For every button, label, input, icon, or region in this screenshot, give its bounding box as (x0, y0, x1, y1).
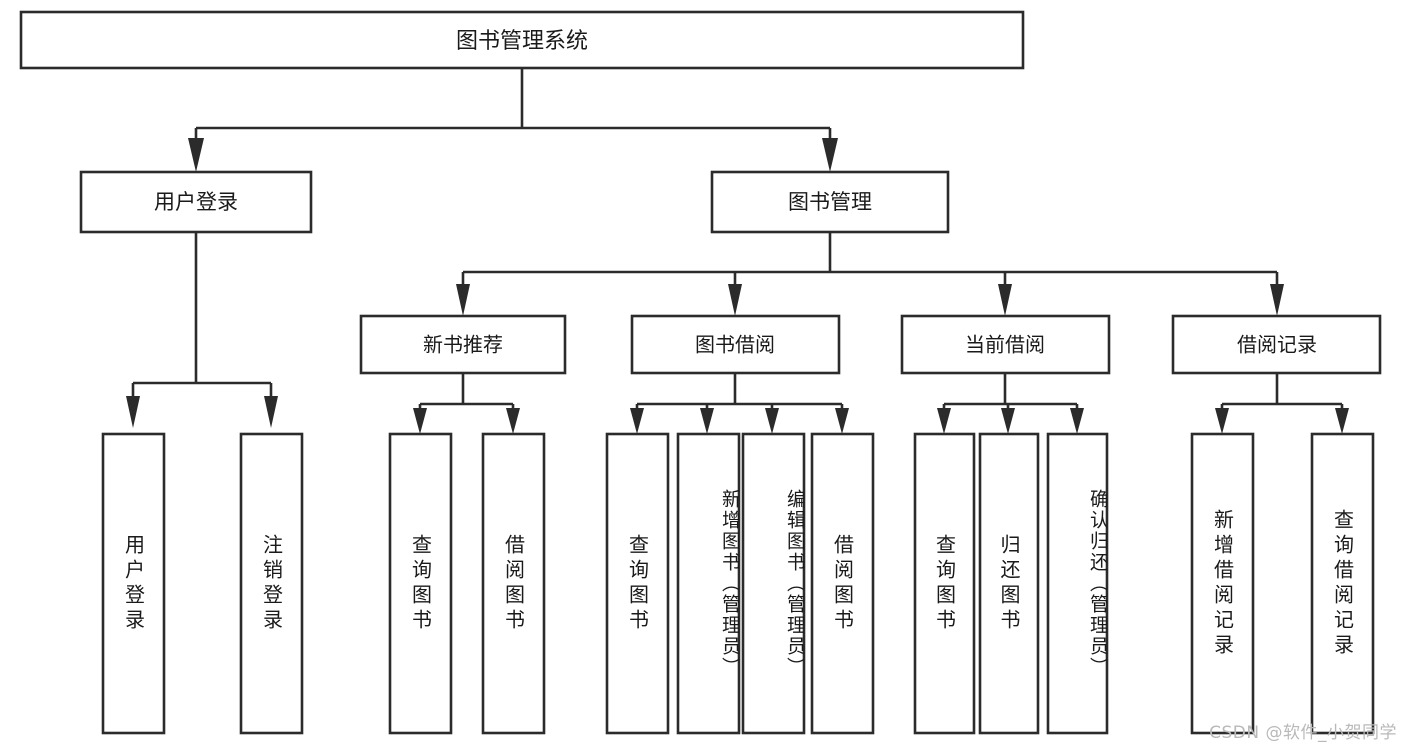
leaf-book-borrow-4-label: 借阅图书 (830, 533, 855, 634)
leaf-current-borrow-2-label: 归还图书 (997, 533, 1021, 634)
node-user-login-box[interactable] (79, 170, 313, 234)
node-book-borrow-label: 图书借阅 (695, 333, 775, 357)
leaf-user-login-1-label: 用户登录 (121, 533, 146, 634)
leaf-current-borrow-3-box[interactable] (1046, 432, 1109, 735)
leaf-borrow-record-1-label: 新增借阅记录 (1210, 508, 1235, 659)
leaf-current-borrow-2-text-wrap: 归还图书 (997, 533, 1021, 634)
leaf-book-borrow-2-box[interactable] (676, 432, 741, 735)
arrow-head-bb-leaf-2 (700, 408, 714, 434)
arrow-head-cb-leaf-2 (1001, 408, 1015, 434)
leaf-new-book-1[interactable]: 查询图书 (388, 432, 453, 735)
arrow-head-ul-leaf-2 (264, 396, 278, 428)
leaf-current-borrow-1-text-wrap: 查询图书 (932, 533, 957, 634)
leaf-current-borrow-1[interactable]: 查询图书 (913, 432, 976, 735)
leaf-current-borrow-3[interactable]: 确认归还（管理员） (1046, 432, 1109, 735)
leaf-borrow-record-2-text-wrap: 查询借阅记录 (1330, 508, 1355, 659)
leaf-current-borrow-2[interactable]: 归还图书 (978, 432, 1040, 735)
node-root-label: 图书管理系统 (456, 29, 588, 54)
node-current-borrow-box[interactable] (900, 314, 1111, 375)
arrow-head-cb-leaf-1 (937, 408, 951, 434)
leaf-book-borrow-3-label: 编辑图书（管理员） (784, 489, 804, 678)
leaf-current-borrow-1-box[interactable] (913, 432, 976, 735)
node-book-management-box[interactable] (710, 170, 950, 234)
leaf-book-borrow-3-text-wrap: 编辑图书（管理员） (784, 489, 804, 678)
leaf-new-book-2-text-wrap: 借阅图书 (501, 533, 526, 634)
arrow-head-book-mgmt (822, 138, 838, 172)
leaf-new-book-2-box[interactable] (481, 432, 546, 735)
arrow-head-nb-leaf-2 (506, 408, 520, 434)
leaf-book-borrow-3-box[interactable] (741, 432, 806, 735)
node-book-management-label: 图书管理 (788, 190, 872, 214)
leaf-book-borrow-4-text-wrap: 借阅图书 (830, 533, 855, 634)
arrow-head-br-leaf-2 (1335, 408, 1349, 434)
leaf-book-borrow-1[interactable]: 查询图书 (605, 432, 670, 735)
node-book-borrow[interactable]: 图书借阅 (630, 314, 841, 375)
node-borrow-record-box[interactable] (1171, 314, 1382, 375)
leaf-new-book-2[interactable]: 借阅图书 (481, 432, 546, 735)
leaf-user-login-2-box[interactable] (239, 432, 304, 735)
connector-layer (126, 68, 1349, 434)
node-current-borrow-label: 当前借阅 (965, 333, 1045, 357)
arrow-head-br-leaf-1 (1215, 408, 1229, 434)
node-new-book-recommend[interactable]: 新书推荐 (359, 314, 567, 375)
leaf-borrow-record-1-text-wrap: 新增借阅记录 (1210, 508, 1235, 659)
leaf-new-book-1-text-wrap: 查询图书 (408, 533, 433, 634)
leaf-book-borrow-2-text-wrap: 新增图书（管理员） (719, 489, 739, 678)
leaf-current-borrow-2-box[interactable] (978, 432, 1040, 735)
arrow-head-nb-leaf-1 (413, 408, 427, 434)
node-current-borrow[interactable]: 当前借阅 (900, 314, 1111, 375)
node-borrow-record[interactable]: 借阅记录 (1171, 314, 1382, 375)
arrow-head-ul-leaf-1 (126, 396, 140, 428)
leaf-borrow-record-1[interactable]: 新增借阅记录 (1190, 432, 1255, 735)
node-root[interactable]: 图书管理系统 (19, 10, 1025, 70)
arrow-head-l2-current-borrow (998, 284, 1012, 316)
arrow-head-bb-leaf-3 (765, 408, 779, 434)
arrow-head-l2-borrow-record (1270, 284, 1284, 316)
leaf-new-book-1-label: 查询图书 (408, 533, 433, 634)
arrow-head-user-login (188, 138, 204, 172)
leaf-user-login-1[interactable]: 用户登录 (101, 432, 166, 735)
arrow-head-l2-book-borrow (728, 284, 742, 316)
leaf-user-login-2-label: 注销登录 (259, 533, 284, 634)
node-root-box[interactable] (19, 10, 1025, 70)
leaf-new-book-2-label: 借阅图书 (501, 533, 526, 634)
arrow-head-bb-leaf-4 (835, 408, 849, 434)
leaf-current-borrow-3-label: 确认归还（管理员） (1087, 489, 1107, 678)
leaf-user-login-2-text-wrap: 注销登录 (259, 533, 284, 634)
leaf-book-borrow-4-box[interactable] (810, 432, 875, 735)
leaf-book-borrow-2-label: 新增图书（管理员） (719, 489, 739, 678)
node-user-login[interactable]: 用户登录 (79, 170, 313, 234)
node-user-login-label: 用户登录 (154, 190, 238, 214)
leaf-borrow-record-1-box[interactable] (1190, 432, 1255, 735)
leaf-borrow-record-2-label: 查询借阅记录 (1330, 508, 1355, 659)
node-borrow-record-label: 借阅记录 (1237, 333, 1317, 357)
arrow-head-l2-new-book (456, 284, 470, 316)
leaf-book-borrow-3[interactable]: 编辑图书（管理员） (741, 432, 806, 735)
leaf-book-borrow-1-box[interactable] (605, 432, 670, 735)
node-book-borrow-box[interactable] (630, 314, 841, 375)
arrow-head-cb-leaf-3 (1070, 408, 1084, 434)
leaf-book-borrow-2[interactable]: 新增图书（管理员） (676, 432, 741, 735)
leaf-borrow-record-2[interactable]: 查询借阅记录 (1310, 432, 1375, 735)
leaf-current-borrow-3-text-wrap: 确认归还（管理员） (1087, 489, 1107, 678)
leaf-user-login-1-box[interactable] (101, 432, 166, 735)
leaf-book-borrow-1-text-wrap: 查询图书 (625, 533, 650, 634)
node-new-book-recommend-box[interactable] (359, 314, 567, 375)
leaf-user-login-1-text-wrap: 用户登录 (121, 533, 146, 634)
leaf-borrow-record-2-box[interactable] (1310, 432, 1375, 735)
leaf-current-borrow-1-label: 查询图书 (932, 533, 957, 634)
node-new-book-recommend-label: 新书推荐 (423, 333, 503, 357)
arrow-head-bb-leaf-1 (630, 408, 644, 434)
leaf-user-login-2[interactable]: 注销登录 (239, 432, 304, 735)
node-book-management[interactable]: 图书管理 (710, 170, 950, 234)
leaf-book-borrow-4[interactable]: 借阅图书 (810, 432, 875, 735)
leaf-book-borrow-1-label: 查询图书 (625, 533, 650, 634)
leaf-new-book-1-box[interactable] (388, 432, 453, 735)
